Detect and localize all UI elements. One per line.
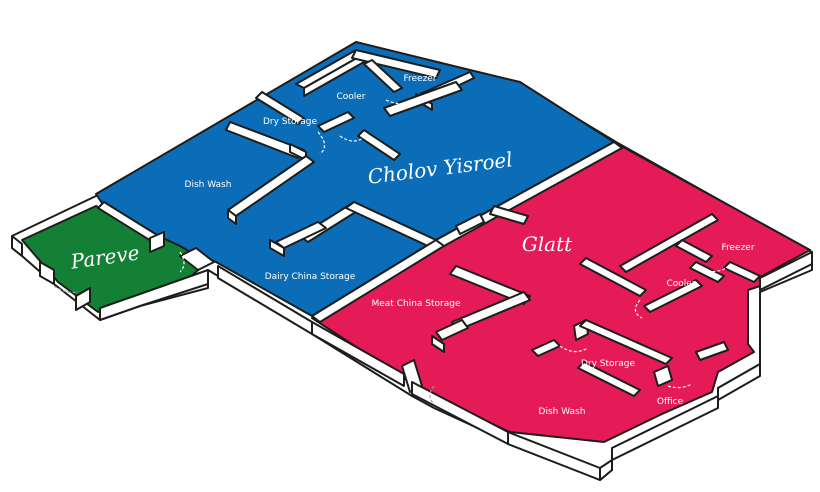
door-arc xyxy=(559,345,589,353)
wall-segment xyxy=(225,121,305,159)
door-arcs xyxy=(53,99,731,405)
room-label-office: Office xyxy=(657,397,684,407)
room-label-freezer-glatt: Freezer xyxy=(721,243,754,253)
room-labels: Freezer Cooler Dry Storage Dish Wash Dai… xyxy=(185,74,755,417)
wall-segment xyxy=(619,213,719,273)
wall-segment xyxy=(431,335,445,353)
wall-segment xyxy=(383,81,463,117)
wall-segment xyxy=(179,247,215,271)
wall-segment xyxy=(653,365,673,387)
wall-segment xyxy=(579,319,673,365)
room-label-dairy-china-storage: Dairy China Storage xyxy=(265,272,356,282)
wall-segment xyxy=(643,279,703,313)
wall-segment xyxy=(449,265,531,305)
room-label-cooler-glatt: Cooler xyxy=(666,279,695,289)
wall-segment xyxy=(317,111,355,133)
wall-segment xyxy=(255,91,305,125)
wall-segment xyxy=(351,49,441,79)
zone-label-glatt: Glatt xyxy=(522,232,573,256)
wall-segment xyxy=(695,341,729,361)
room-label-dish-wash-glatt: Dish Wash xyxy=(539,407,586,417)
wall-segment xyxy=(303,53,365,97)
room-label-dry-storage-glatt: Dry Storage xyxy=(581,359,635,369)
wall-segment xyxy=(723,261,761,283)
door-arc xyxy=(429,385,435,405)
wall-segment xyxy=(489,205,529,225)
wall-segment xyxy=(357,129,401,161)
room-label-meat-china-storage: Meat China Storage xyxy=(372,299,461,309)
door-arc xyxy=(385,99,421,105)
room-label-cooler: Cooler xyxy=(336,92,365,102)
wall-segment xyxy=(227,209,237,225)
door-arc xyxy=(697,265,731,273)
door-arc xyxy=(53,285,79,293)
interior-walls xyxy=(97,49,761,397)
room-label-dry-storage: Dry Storage xyxy=(263,117,317,127)
wall-segment xyxy=(269,239,285,257)
wall-segment xyxy=(435,319,469,341)
door-arc xyxy=(179,251,185,273)
door-arc xyxy=(667,383,693,389)
door-arc xyxy=(317,131,326,155)
wall-segment xyxy=(455,213,485,235)
room-label-freezer: Freezer xyxy=(403,74,436,84)
wall-segment xyxy=(577,361,641,397)
door-arc xyxy=(634,299,643,319)
wall-segment xyxy=(149,231,165,253)
wall-segment xyxy=(675,239,713,263)
door-arc xyxy=(339,135,367,142)
wall-segment xyxy=(363,59,403,93)
wall-segment xyxy=(579,257,647,297)
room-label-dish-wash: Dish Wash xyxy=(185,180,232,190)
outer-wall-faces xyxy=(11,235,813,481)
